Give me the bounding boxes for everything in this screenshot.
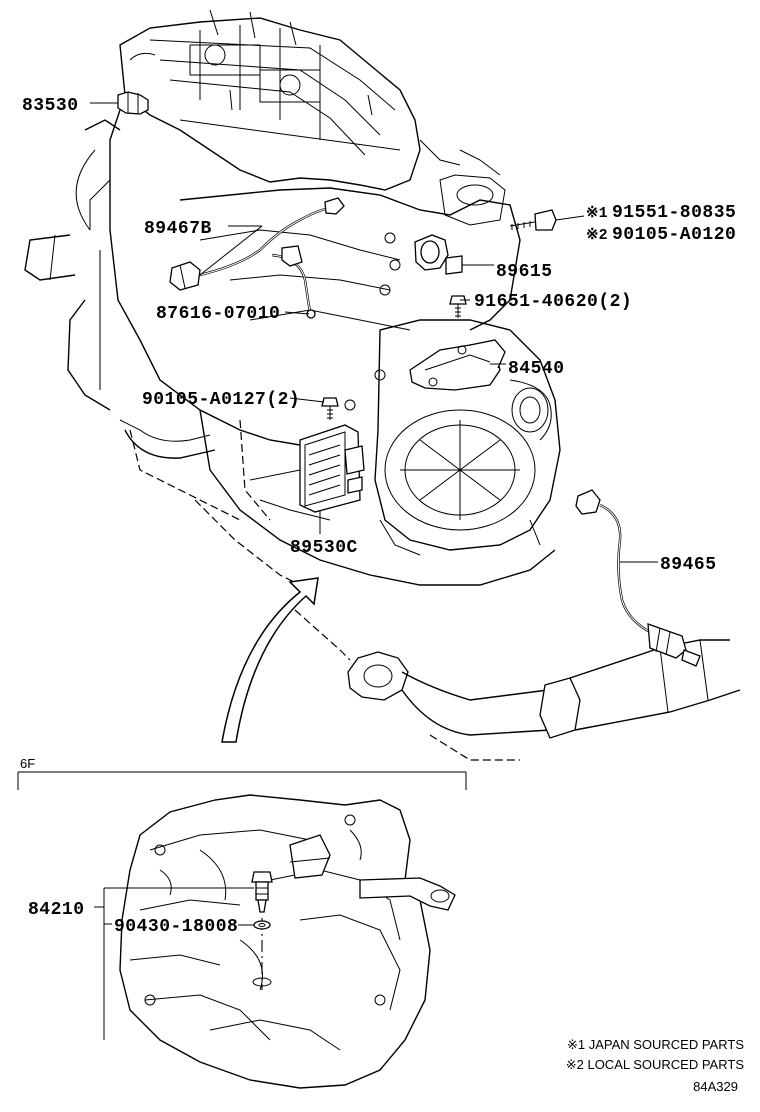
label-90430: 90430-18008 bbox=[114, 917, 238, 937]
gasket-90430 bbox=[253, 920, 271, 930]
sensor-83530 bbox=[117, 91, 149, 115]
footnotes: ※1 JAPAN SOURCED PARTS ※2 LOCAL SOURCED … bbox=[566, 1037, 745, 1094]
label-83530: 83530 bbox=[22, 96, 79, 116]
oxygen-sensor-89465 bbox=[575, 489, 701, 667]
sensor-84210 bbox=[251, 871, 273, 913]
label-90105a-prefix: ※2 bbox=[586, 227, 608, 244]
transaxle-6f bbox=[119, 794, 456, 1089]
section-6f-bracket: 6F bbox=[17, 756, 467, 790]
callout-labels-6f: 84210 90430-18008 bbox=[28, 900, 238, 937]
leader-lines-6f bbox=[94, 887, 254, 1040]
label-90105a: 90105-A0120 bbox=[612, 225, 736, 245]
label-89530c: 89530C bbox=[290, 538, 358, 558]
engine-assembly bbox=[24, 9, 561, 591]
sensor-89467b-harness bbox=[169, 197, 345, 319]
switch-84540 bbox=[409, 339, 506, 391]
label-91551: 91551-80835 bbox=[612, 203, 736, 223]
ecu-89530c bbox=[299, 424, 365, 513]
sensor-89615 bbox=[414, 234, 463, 275]
label-90105b: 90105-A0127(2) bbox=[142, 390, 300, 410]
note-local-sourced: ※2 LOCAL SOURCED PARTS bbox=[566, 1057, 745, 1072]
label-87616: 87616-07010 bbox=[156, 304, 280, 324]
label-89465: 89465 bbox=[660, 555, 717, 575]
note-japan-sourced: ※1 JAPAN SOURCED PARTS bbox=[567, 1037, 744, 1052]
leader-lines bbox=[90, 102, 658, 563]
callout-labels: 83530 89467B 87616-07010 ※1 91551-80835 … bbox=[22, 96, 736, 575]
bolt-91551 bbox=[509, 209, 557, 231]
label-84210: 84210 bbox=[28, 900, 85, 920]
pointer-arrow bbox=[221, 577, 319, 743]
label-89467b: 89467B bbox=[144, 219, 212, 239]
illustration-number: 84A329 bbox=[693, 1079, 738, 1094]
label-91651: 91651-40620(2) bbox=[474, 292, 632, 312]
label-84540: 84540 bbox=[508, 359, 565, 379]
bolt-91651 bbox=[449, 295, 467, 318]
label-89615: 89615 bbox=[496, 262, 553, 282]
section-tag: 6F bbox=[20, 756, 35, 771]
exhaust-assembly bbox=[294, 609, 741, 761]
bolt-90105-a0127 bbox=[321, 397, 339, 420]
label-91551-prefix: ※1 bbox=[586, 205, 608, 222]
